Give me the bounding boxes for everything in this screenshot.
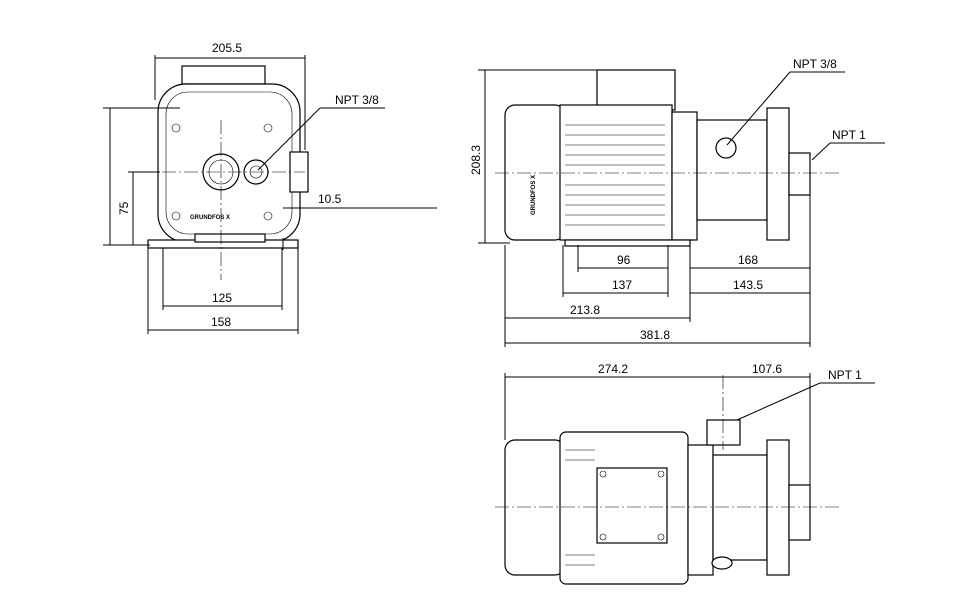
label-npt-1-outlet: NPT 1 <box>832 128 866 142</box>
cooling-ribs-top <box>565 449 595 566</box>
foot-bracket <box>194 233 266 243</box>
leader-line <box>726 71 791 146</box>
dim-96: 96 <box>617 253 631 267</box>
outlet-port-top <box>788 484 811 541</box>
grundfos-logo: GRUNDFOS X <box>190 215 230 221</box>
terminal-box-front <box>181 65 266 85</box>
screw-icon <box>171 211 181 221</box>
side-view: GRUNDFOS X 208.3 96 168 137 143.5 213.8 … <box>469 57 885 347</box>
dim-axis-height: 75 <box>117 201 131 215</box>
label-npt-1-inlet: NPT 1 <box>828 368 862 382</box>
drain-plug <box>711 556 733 570</box>
priming-plug <box>715 137 737 159</box>
terminal-box-top <box>596 467 668 544</box>
dim-total-height: 208.3 <box>469 145 483 175</box>
leader-line <box>257 107 321 171</box>
grundfos-logo-side: GRUNDFOS X <box>531 175 537 215</box>
dim-total-length: 381.8 <box>640 328 670 342</box>
screw-icon <box>657 470 665 478</box>
outlet-port <box>788 152 811 196</box>
leader-line <box>736 382 821 421</box>
dim-143-5: 143.5 <box>733 278 763 292</box>
front-view: GRUNDFOS X 205.5 75 10.5 125 158 NPT 3/8 <box>103 41 437 334</box>
dim-foot-width: 158 <box>211 315 231 329</box>
pump-head <box>766 107 790 241</box>
motor-flange-top <box>687 444 714 576</box>
top-view: 274.2 107.6 NPT 1 <box>495 362 875 585</box>
dim-width-top: 205.5 <box>212 41 242 55</box>
cover-screws <box>171 123 273 221</box>
motor-flange <box>671 111 698 241</box>
dim-foot-holes: 125 <box>212 291 232 305</box>
label-npt-3-8-front: NPT 3/8 <box>335 93 379 107</box>
fan-cover <box>504 104 566 241</box>
pump-sleeve <box>696 119 768 221</box>
screw-icon <box>657 533 665 541</box>
pump-head-top <box>766 439 790 576</box>
screw-icon <box>263 211 273 221</box>
cooling-ribs <box>565 124 665 226</box>
terminal-box-side <box>596 69 676 111</box>
pump-sleeve-top <box>712 454 768 561</box>
dim-274-2: 274.2 <box>598 362 628 376</box>
leader-line <box>811 142 831 161</box>
fan-cover-top <box>504 439 566 576</box>
screw-icon <box>599 533 607 541</box>
dim-107-6: 107.6 <box>752 362 782 376</box>
screw-icon <box>171 123 181 133</box>
dim-213-8: 213.8 <box>570 303 600 317</box>
dim-foot-thickness: 10.5 <box>318 192 342 206</box>
inlet-port-top <box>706 419 741 446</box>
dim-168: 168 <box>738 253 758 267</box>
label-npt-3-8-side: NPT 3/8 <box>793 57 837 71</box>
dim-137: 137 <box>612 278 632 292</box>
screw-icon <box>263 123 273 133</box>
screw-icon <box>599 470 607 478</box>
base-feet <box>564 239 691 247</box>
